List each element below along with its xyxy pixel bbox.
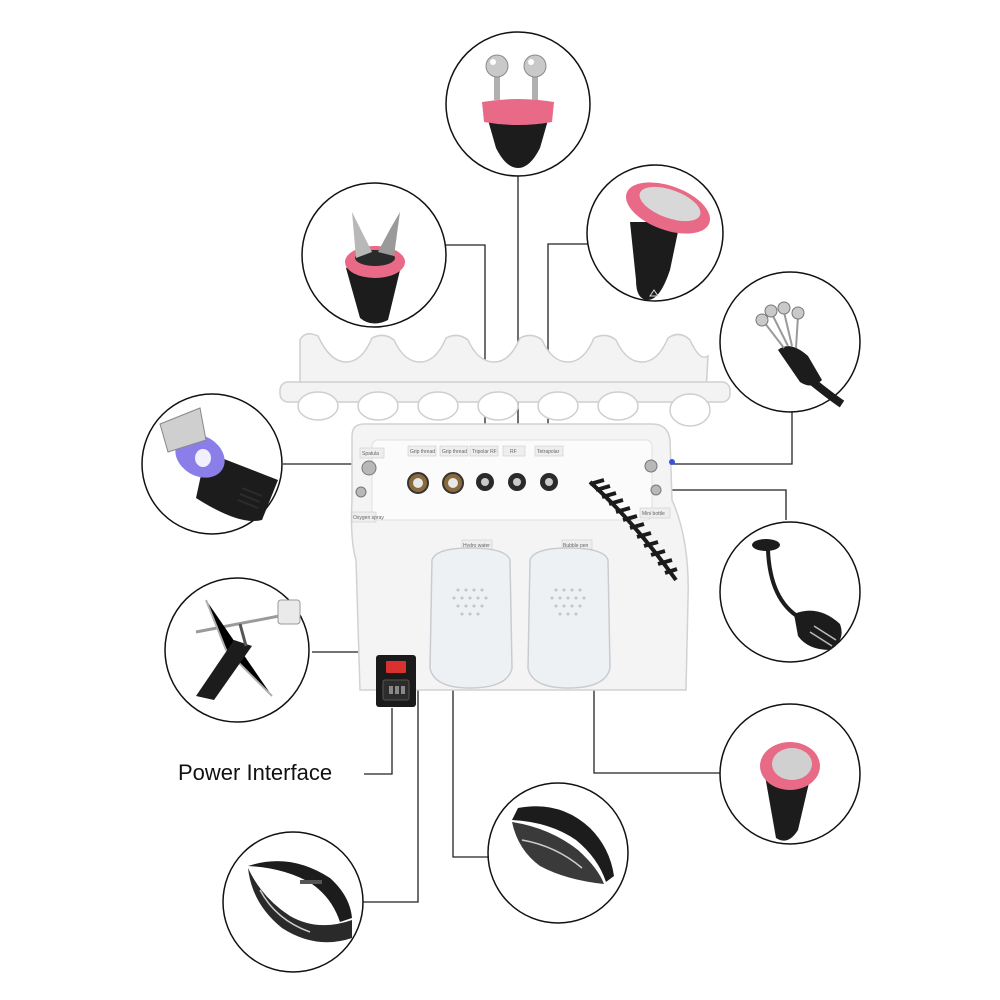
bottle-right [527, 547, 611, 689]
port-oxygen [355, 486, 367, 498]
device-body: Spatula Grip thread Grip thread Tripolar… [279, 333, 731, 707]
port-label-mini: Mini bottle [642, 511, 665, 517]
port-label-spatula: Spatula [362, 451, 379, 457]
port-label-grip-2: Grip thread [442, 449, 467, 455]
line-suction-probe [658, 489, 787, 520]
power-switch-icon [376, 655, 416, 707]
bottle-left [429, 547, 513, 689]
cold-hammer-pad-icon [487, 782, 629, 924]
handle-holder-rack [279, 333, 731, 427]
port-ball-probe [644, 459, 658, 473]
rf-bipolar-handle-icon [586, 164, 724, 302]
connector-ports [355, 459, 675, 498]
port-spatula [361, 460, 377, 476]
port-label-hydro: Hydro water [463, 543, 490, 549]
line-power [364, 708, 393, 775]
port-label-oxygen: Oxygen spray [353, 515, 384, 521]
vacuum-suction-probe-icon [719, 521, 861, 663]
water-bottles [429, 547, 611, 689]
port-label-rf: RF [510, 449, 517, 455]
hot-hammer-pad-icon [222, 831, 364, 973]
coiled-hose [588, 478, 678, 582]
power-interface-label: Power Interface [178, 760, 333, 785]
port-labels: Spatula Grip thread Grip thread Tripolar… [351, 445, 671, 550]
port-label-grip-1: Grip thread [410, 449, 435, 455]
rf-ball-handle-icon [719, 271, 861, 413]
rf-flat-handle-icon [719, 703, 861, 845]
microcurrent-pointed-probe-icon [301, 182, 447, 328]
ultrasonic-spatula-icon [141, 393, 283, 535]
port-label-bubble: Bubble pen [563, 543, 589, 549]
port-label-tetrapolar: Tetrapolar [537, 449, 560, 455]
rf-tripolar-handle-icon [445, 31, 591, 177]
line-ball-probe [652, 392, 793, 465]
oxygen-spray-gun-icon [164, 577, 310, 723]
port-label-tripolar: Tripolar RF [472, 449, 497, 455]
port-suction [650, 484, 662, 496]
